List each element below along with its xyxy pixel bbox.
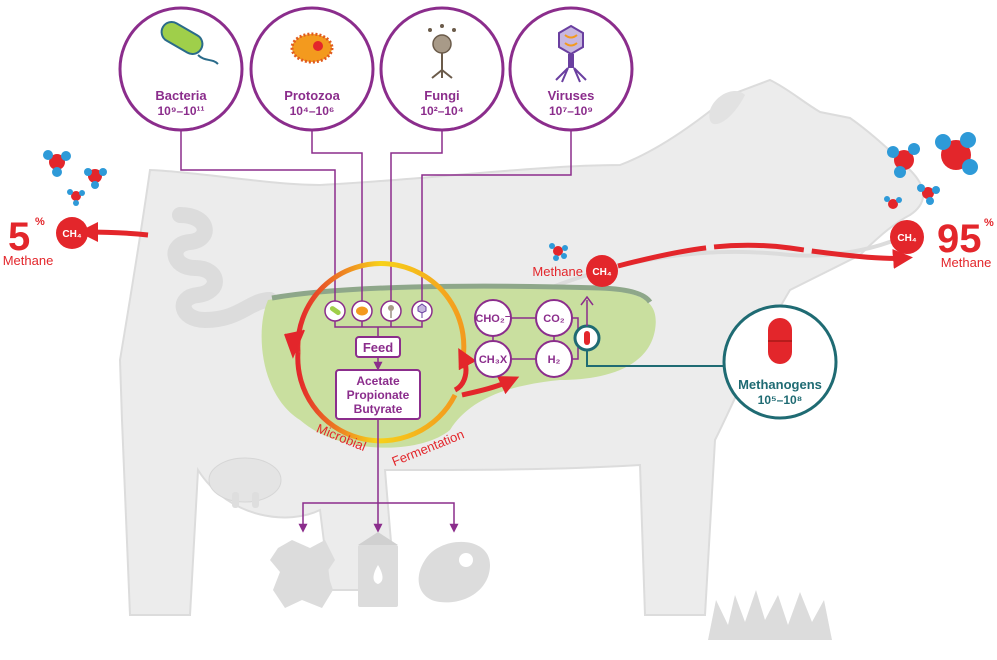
virus-icon — [417, 303, 427, 318]
methane-inner-label: Methane — [532, 264, 583, 279]
right-methane-label: Methane — [941, 255, 992, 270]
microbe-count: 10⁷–10⁹ — [549, 104, 593, 118]
intermediates: CHO₂⁻ CO₂ CH₃X H₂ — [474, 299, 587, 378]
left-percent: 5 — [8, 215, 30, 259]
fungi-icon — [388, 305, 394, 318]
bacteria-icon — [160, 21, 219, 65]
intermediate-co2: CO₂ — [543, 313, 565, 325]
microbe-viruses: Viruses 10⁷–10⁹ — [508, 6, 634, 132]
left-methane-label: Methane — [3, 253, 54, 268]
protozoa-icon — [356, 306, 368, 316]
methanogen-icon — [584, 331, 590, 345]
ch4-badge-left: CH₄ — [62, 229, 81, 240]
right-methane: CH₄ 95 % Methane — [884, 132, 994, 270]
vfa-propionate: Propionate — [347, 388, 410, 402]
intermediate-methyl: CH₃X — [479, 354, 508, 366]
intermediate-h2: H₂ — [548, 354, 561, 366]
bacteria-icon — [329, 306, 341, 316]
methanogens-callout: Methanogens 10⁵–10⁸ — [722, 304, 838, 420]
microbe-connectors — [180, 130, 572, 303]
rumen-microbe-icons — [324, 300, 433, 337]
right-percent-sign: % — [984, 217, 994, 229]
hindgut-arrow — [78, 222, 149, 243]
microbe-protozoa: Protozoa 10⁴–10⁶ — [249, 6, 375, 132]
methanogens-count: 10⁵–10⁸ — [758, 393, 803, 407]
meat-icon — [418, 541, 490, 603]
methanogens-name: Methanogens — [738, 377, 822, 392]
leather-icon — [270, 540, 335, 608]
ch4-badge-inner: CH₄ — [592, 267, 611, 278]
product-arrows — [298, 419, 459, 533]
vfa-acetate: Acetate — [356, 374, 400, 388]
right-percent: 95 — [937, 217, 982, 261]
belch-arrow — [617, 242, 913, 269]
microbe-name: Viruses — [548, 88, 595, 103]
feed-label: Feed — [363, 340, 393, 355]
arrow-to-intermediates — [461, 376, 520, 398]
microbe-count: 10⁹–10¹¹ — [157, 104, 204, 118]
grass-icon — [708, 590, 832, 640]
microbe-count: 10²–10⁴ — [420, 104, 463, 118]
microbe-name: Fungi — [424, 88, 459, 103]
feed-box: Feed — [355, 336, 401, 358]
methanogen-small — [573, 295, 730, 367]
microbe-panel: Bacteria 10⁹–10¹¹ Protozoa 10⁴–10⁶ Fungi… — [118, 6, 634, 132]
vfa-box: Acetate Propionate Butyrate — [335, 369, 421, 420]
microbe-name: Bacteria — [155, 88, 207, 103]
ch4-badge-right: CH₄ — [897, 233, 916, 244]
fungi-icon — [428, 24, 456, 79]
methane-molecule-icon — [884, 132, 978, 209]
microbe-fungi: Fungi 10²–10⁴ — [379, 6, 505, 132]
microbe-bacteria: Bacteria 10⁹–10¹¹ — [118, 6, 244, 132]
protozoa-icon — [290, 32, 334, 64]
methane-molecule-icon — [43, 150, 107, 206]
methane-molecule-icon — [549, 243, 568, 261]
left-percent-sign: % — [35, 216, 45, 228]
microbe-name: Protozoa — [284, 88, 340, 103]
inner-methane: CH₄ Methane — [532, 243, 618, 287]
virus-icon — [555, 24, 587, 83]
methanogen-icon — [768, 318, 792, 364]
microbe-count: 10⁴–10⁶ — [290, 104, 335, 118]
intermediate-formate: CHO₂⁻ — [475, 313, 510, 325]
left-methane: CH₄ 5 % Methane — [3, 150, 149, 268]
udder — [208, 457, 282, 508]
milk-carton-icon — [358, 532, 398, 607]
vfa-butyrate: Butyrate — [354, 402, 403, 416]
